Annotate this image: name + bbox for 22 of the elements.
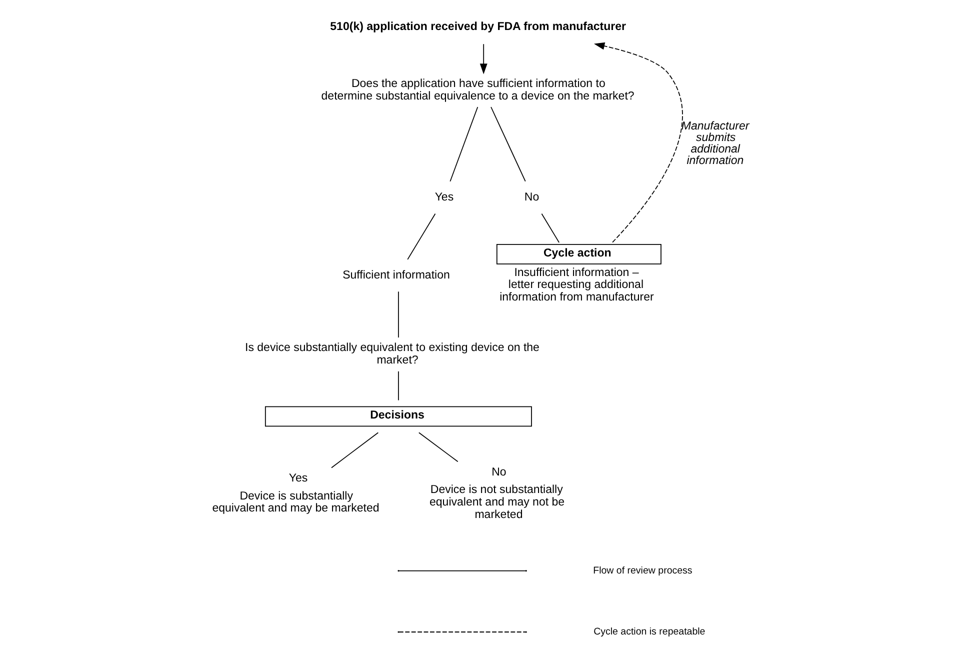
- node-text: Yes Device is substantially equivalent and may be marketed: [212, 472, 379, 515]
- node-text: No Device is not substantially equivalent and may not be marketed: [428, 466, 564, 521]
- node-text: Is device substantially equivalent to existing device on the market?: [244, 342, 539, 367]
- node-text: Yes: [434, 191, 454, 204]
- connector: [418, 432, 458, 462]
- edge-label: Manufacturer submits additional information: [680, 120, 749, 168]
- node-label: Insufficient information – letter requesting additional information from manufacturer: [499, 266, 654, 304]
- node-box: Decisions: [264, 406, 532, 427]
- connector: [490, 106, 526, 182]
- legend-label: Flow of review process: [592, 565, 692, 576]
- node-text: No: [524, 191, 539, 204]
- node-box: Cycle action: [496, 244, 661, 264]
- connector: [406, 213, 436, 260]
- node-text: Sufficient information: [342, 269, 450, 282]
- arrow: [593, 42, 682, 243]
- connector: [449, 106, 478, 182]
- connector: [540, 213, 560, 243]
- legend-label: Cycle action is repeatable: [593, 626, 705, 638]
- connector: [330, 432, 378, 468]
- node-text: Does the application have sufficient information to determine substantial equivalence to a device on the market?: [320, 78, 634, 102]
- arrow: [479, 44, 487, 74]
- node-text: 510(k) application received by FDA from manufacturer: [330, 21, 626, 34]
